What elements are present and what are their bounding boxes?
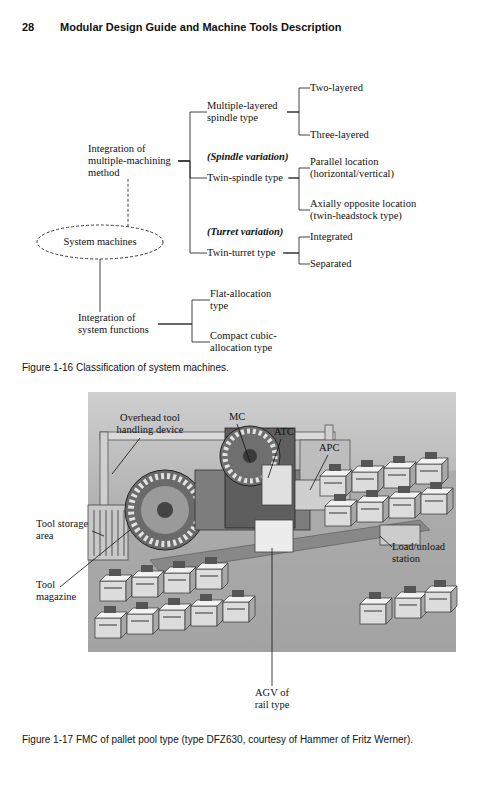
- pallet-station: [389, 486, 421, 518]
- callout-label: Load/unload station: [392, 541, 452, 565]
- tree-connector: [288, 178, 310, 210]
- node-text: Two-layered: [310, 82, 363, 94]
- node-text: Three-layered: [310, 129, 369, 141]
- type-node: Compact cubic-allocation type: [210, 330, 282, 354]
- type-node: Flat-allocation type: [210, 288, 282, 312]
- gantry-post: [100, 432, 108, 514]
- pallet-part: [360, 592, 392, 624]
- figure-caption: Figure 1-17 FMC of pallet pool type (typ…: [22, 734, 413, 746]
- pallet-station: [352, 460, 384, 492]
- node-text: Twin-turret type: [207, 247, 283, 259]
- pallet-station: [127, 602, 159, 634]
- tool-magazine-disc: [125, 470, 205, 550]
- leader-line: [310, 455, 328, 490]
- node-text: Multiple-layered spindle type: [207, 100, 287, 124]
- type-node: (Turret variation) Twin-turret type: [207, 226, 283, 259]
- node-text: Compact cubic-allocation type: [210, 330, 282, 354]
- tree-connector: [100, 259, 101, 312]
- subtype-node: Two-layered: [310, 82, 363, 94]
- node-text: Separated: [310, 258, 351, 270]
- tree-connector: [178, 112, 207, 161]
- leader-line: [237, 424, 250, 462]
- system-ellipse: System machines: [36, 224, 164, 260]
- page-number: 28: [22, 21, 34, 33]
- pallet-station: [325, 494, 357, 526]
- leader-line: [92, 531, 104, 536]
- running-header: Modular Design Guide and Machine Tools D…: [60, 21, 342, 33]
- callout-label: APC: [319, 442, 339, 454]
- category-node: Integration of system functions: [78, 312, 158, 336]
- tree-connector: [283, 237, 310, 253]
- callout-label: Tool storage area: [36, 518, 96, 542]
- type-node: Multiple-layered spindle type: [207, 100, 287, 124]
- node-text: Integrated: [310, 231, 353, 243]
- pallet-station: [95, 606, 127, 638]
- tree-connector: [288, 168, 310, 178]
- atc-unit: [262, 465, 292, 505]
- type-node: (Spindle variation) Twin-spindle type: [207, 151, 288, 184]
- variation-heading: (Spindle variation): [207, 151, 288, 163]
- node-text: Axially opposite location (twin-headstoc…: [310, 198, 420, 222]
- category-node: Integration of multiple-machining method: [88, 143, 178, 179]
- tree-connector: [178, 161, 207, 178]
- pallet-station: [384, 456, 416, 488]
- pallet-station: [320, 464, 352, 496]
- node-text: Parallel location (horizontal/vertical): [310, 156, 400, 180]
- disc-center: [157, 502, 173, 518]
- tool-rack-slots: [94, 510, 124, 556]
- callout-label: AGV of rail type: [251, 687, 293, 711]
- tool-pockets: [131, 476, 199, 544]
- tree-connector: [283, 253, 310, 264]
- tree-connector: [158, 300, 210, 324]
- leader-line: [380, 536, 392, 547]
- pallet-station: [416, 452, 448, 484]
- callout-label: Tool magazine: [36, 579, 80, 603]
- node-text: System machines: [63, 236, 136, 248]
- pallet-station: [357, 490, 389, 522]
- pallet-part: [425, 580, 457, 612]
- node-text: Integration of system functions: [78, 312, 158, 336]
- pallet-station: [196, 557, 228, 589]
- pallet-station: [421, 482, 453, 514]
- subtype-node: Three-layered: [310, 129, 369, 141]
- callout-label: ATC: [274, 426, 294, 438]
- pallet-station: [164, 561, 196, 593]
- figure-caption: Figure 1-16 Classification of system mac…: [22, 362, 229, 374]
- agv-vehicle: [255, 520, 293, 552]
- pallet-station: [132, 565, 164, 597]
- pallet-station: [100, 569, 132, 601]
- tool-rack: [88, 505, 128, 560]
- node-text: Flat-allocation type: [210, 288, 282, 312]
- callout-label: Overhead tool handling device: [110, 412, 190, 436]
- tree-connector: [287, 88, 310, 112]
- callout-label: MC: [229, 411, 245, 423]
- subtype-node: Separated: [310, 258, 351, 270]
- tree-connector: [178, 161, 207, 253]
- tree-connector: [158, 324, 210, 342]
- tree-connector: [287, 112, 310, 135]
- pallet-station: [223, 590, 255, 622]
- pallet-station: [191, 594, 223, 626]
- leader-line: [268, 439, 281, 478]
- node-text: Integration of multiple-machining method: [88, 143, 178, 179]
- pallet-part: [395, 586, 427, 618]
- leader-line: [60, 530, 130, 587]
- dashed-ellipse: [37, 225, 163, 259]
- leader-line: [272, 548, 273, 686]
- subtype-node: Parallel location (horizontal/vertical): [310, 156, 400, 180]
- tree-connector: [128, 179, 129, 227]
- subtype-node: Integrated: [310, 231, 353, 243]
- disc-hub: [141, 486, 189, 534]
- node-text: Twin-spindle type: [207, 172, 288, 184]
- subtype-node: Axially opposite location (twin-headstoc…: [310, 198, 420, 222]
- leader-line: [112, 438, 140, 474]
- variation-heading: (Turret variation): [207, 226, 283, 238]
- pallet-station: [159, 598, 191, 630]
- agv-rail: [150, 520, 430, 572]
